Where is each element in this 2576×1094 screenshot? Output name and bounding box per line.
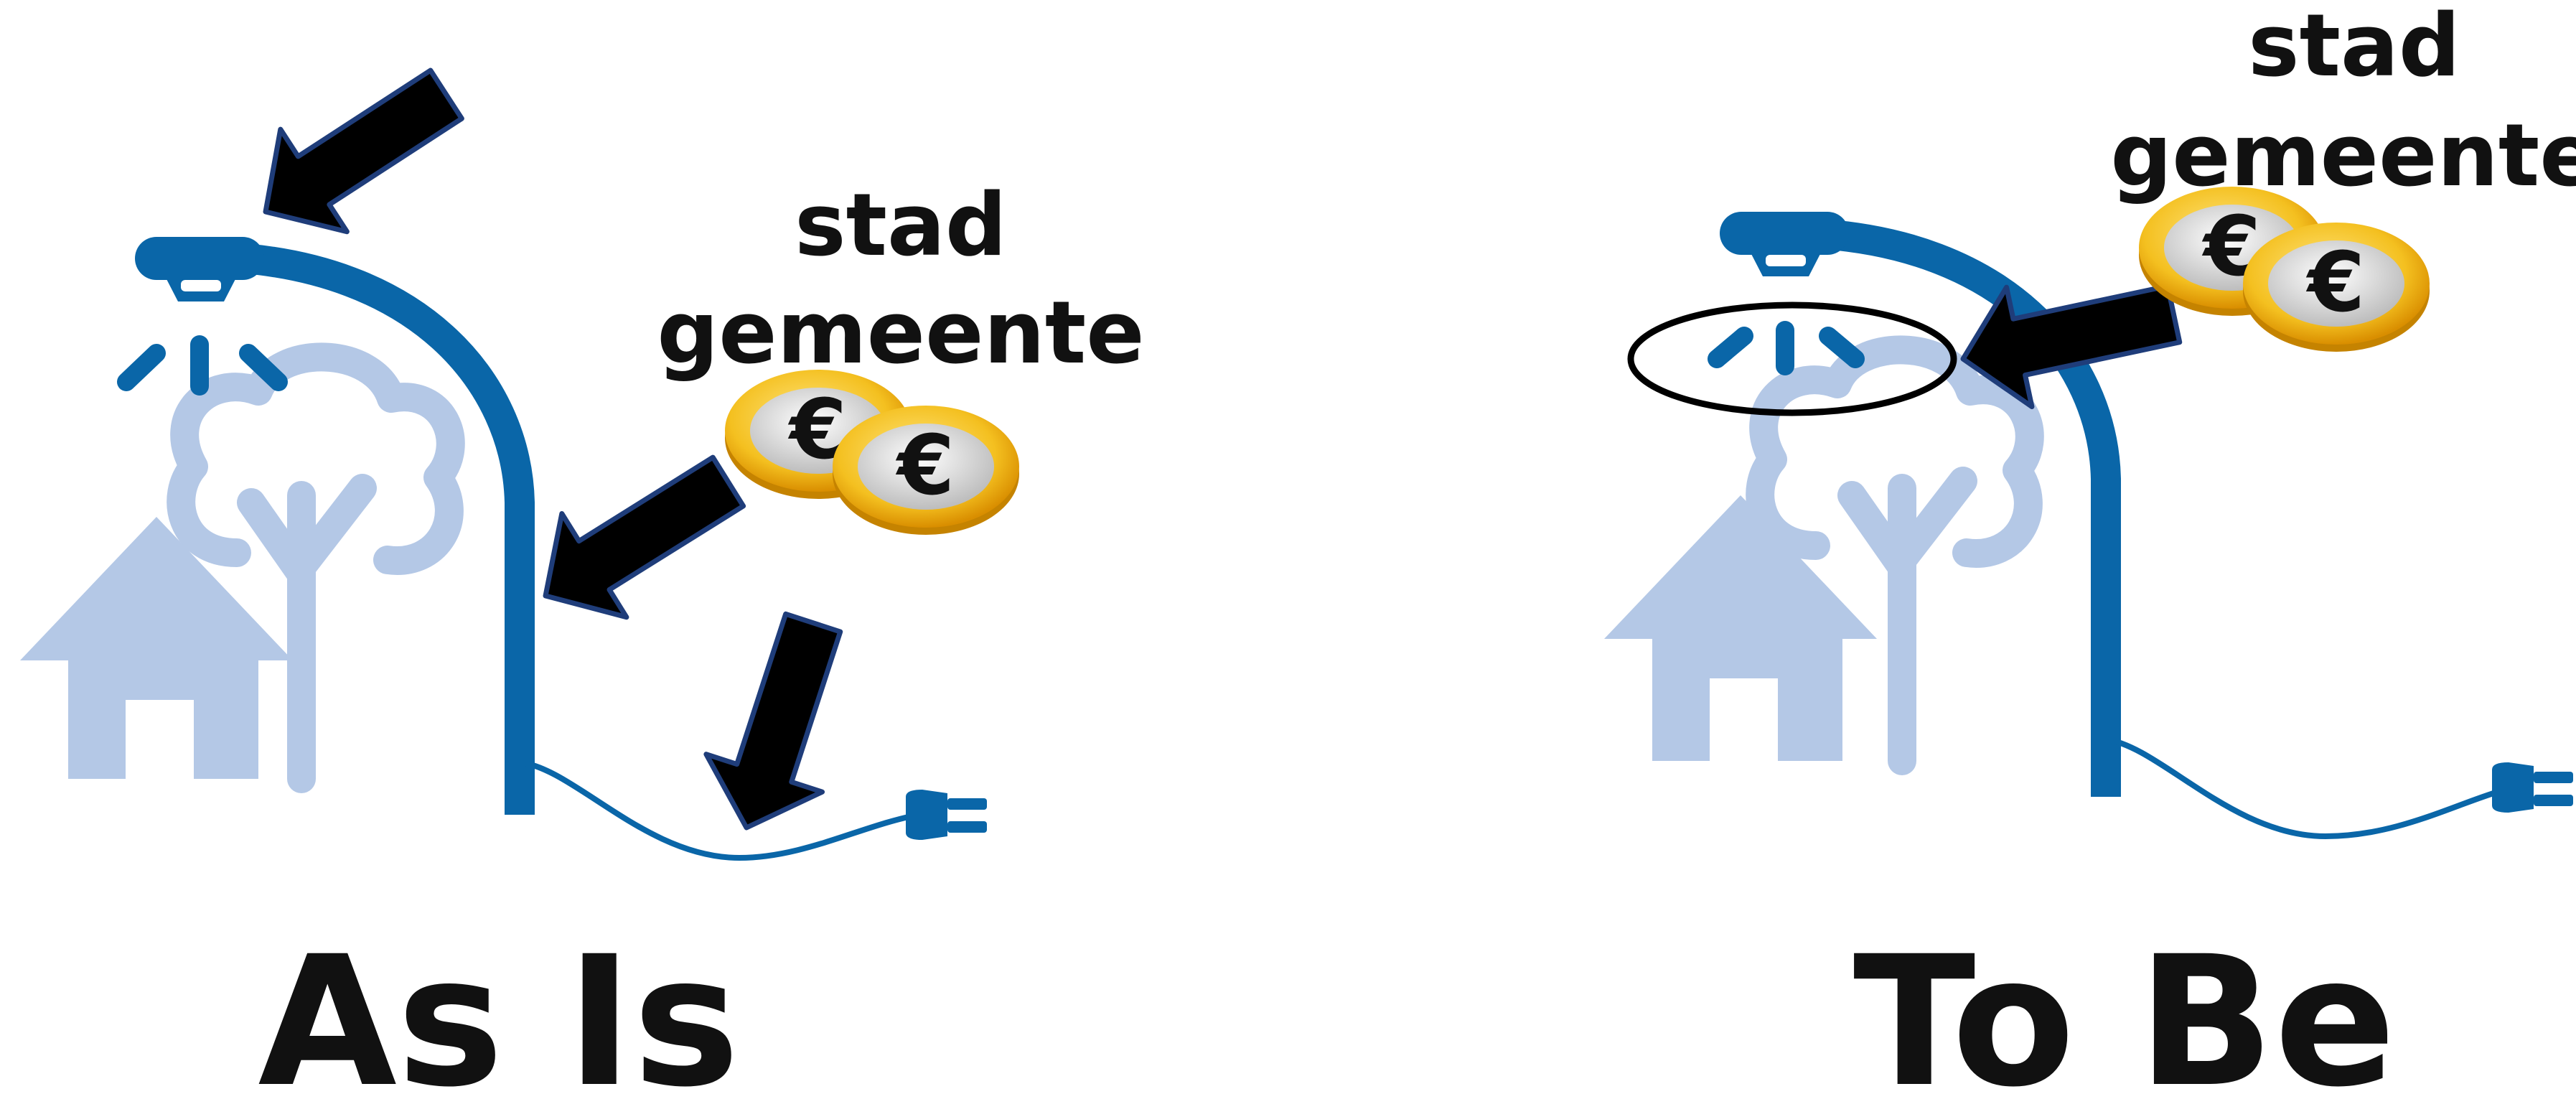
panel-title-as-is: As Is [258, 917, 739, 1094]
city-label: stad [2248, 0, 2460, 96]
city-label: stad [795, 176, 1007, 276]
street-lamp-icon [117, 237, 535, 815]
arrow-icon [688, 604, 871, 846]
municipality-label: gemeente [2110, 106, 2576, 206]
arrow-icon [233, 43, 479, 263]
power-cable [2105, 737, 2506, 840]
municipality-label: gemeente [657, 284, 1144, 383]
panel-title-to-be: To Be [1853, 917, 2396, 1094]
power-cable [519, 759, 919, 861]
plug-icon [906, 790, 987, 840]
panel-to-be: € € stad gemeente To Be [1604, 0, 2576, 1094]
arrow-icon [513, 430, 761, 647]
tree-trunk [1891, 510, 1916, 761]
euro-coin-icon: € [2243, 223, 2430, 352]
house-icon [1604, 495, 1877, 761]
plug-icon [2492, 762, 2573, 813]
house-icon [20, 517, 293, 779]
euro-coin-icon: € [833, 406, 1019, 535]
tree-trunk [291, 517, 316, 779]
light-highlight-ellipse [1627, 301, 1957, 416]
svg-text:€: € [2305, 235, 2365, 331]
svg-text:€: € [895, 418, 955, 514]
panel-as-is: € € stad gemeente As Is [20, 43, 1145, 1094]
